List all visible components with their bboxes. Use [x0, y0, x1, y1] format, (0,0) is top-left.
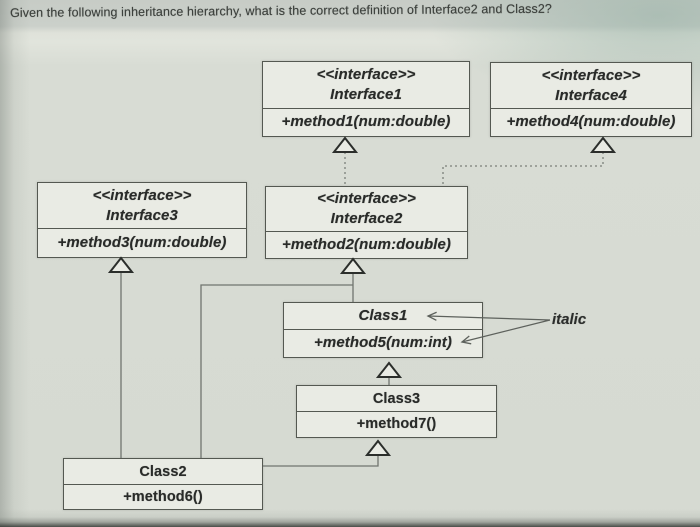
uml-box-class2: Class2 +method6()	[63, 458, 263, 510]
italic-annotation-label: italic	[552, 311, 587, 328]
interface2-method: +method2(num:double)	[281, 235, 452, 253]
interface4-name: Interface4	[555, 86, 627, 104]
interface1-name: Interface1	[330, 86, 402, 103]
uml-box-class3: Class3 +method7()	[296, 385, 497, 438]
generalization-triangle-interface1	[331, 136, 359, 153]
interface2-stereotype: <<interface>>	[317, 190, 416, 207]
uml-box-interface1: <<interface>> Interface1 +method1(num:do…	[262, 61, 470, 137]
class1-name: Class1	[358, 307, 408, 324]
class3-method: +method7()	[356, 416, 437, 432]
interface1-method: +method1(num:double)	[281, 113, 451, 130]
generalization-triangle-class1	[375, 361, 403, 378]
question-text: Given the following inheritance hierarch…	[10, 1, 552, 20]
interface4-method: +method4(num:double)	[506, 113, 676, 130]
generalization-triangle-class3	[364, 439, 392, 456]
edge-class2-class3	[263, 455, 379, 467]
edge-interface2-interface4	[442, 152, 604, 186]
interface3-stereotype: <<interface>>	[92, 186, 192, 204]
uml-box-interface2: <<interface>> Interface2 +method2(num:do…	[265, 186, 468, 259]
interface3-name: Interface3	[106, 206, 178, 224]
generalization-triangle-interface3	[107, 256, 135, 273]
generalization-triangle-interface4	[589, 136, 617, 153]
generalization-triangle-interface2	[339, 257, 367, 274]
class2-name: Class2	[139, 463, 187, 480]
interface4-stereotype: <<interface>>	[541, 66, 641, 84]
uml-box-interface3: <<interface>> Interface3 +method3(num:do…	[37, 182, 247, 258]
interface3-method: +method3(num:double)	[57, 233, 227, 251]
interface2-name: Interface2	[330, 210, 403, 227]
uml-box-interface4: <<interface>> Interface4 +method4(num:do…	[490, 62, 692, 137]
class1-method: +method5(num:int)	[314, 334, 452, 351]
class3-name: Class3	[372, 390, 421, 407]
class2-method: +method6()	[123, 488, 203, 505]
uml-box-class1: Class1 +method5(num:int)	[283, 302, 483, 358]
interface1-stereotype: <<interface>>	[316, 66, 416, 83]
